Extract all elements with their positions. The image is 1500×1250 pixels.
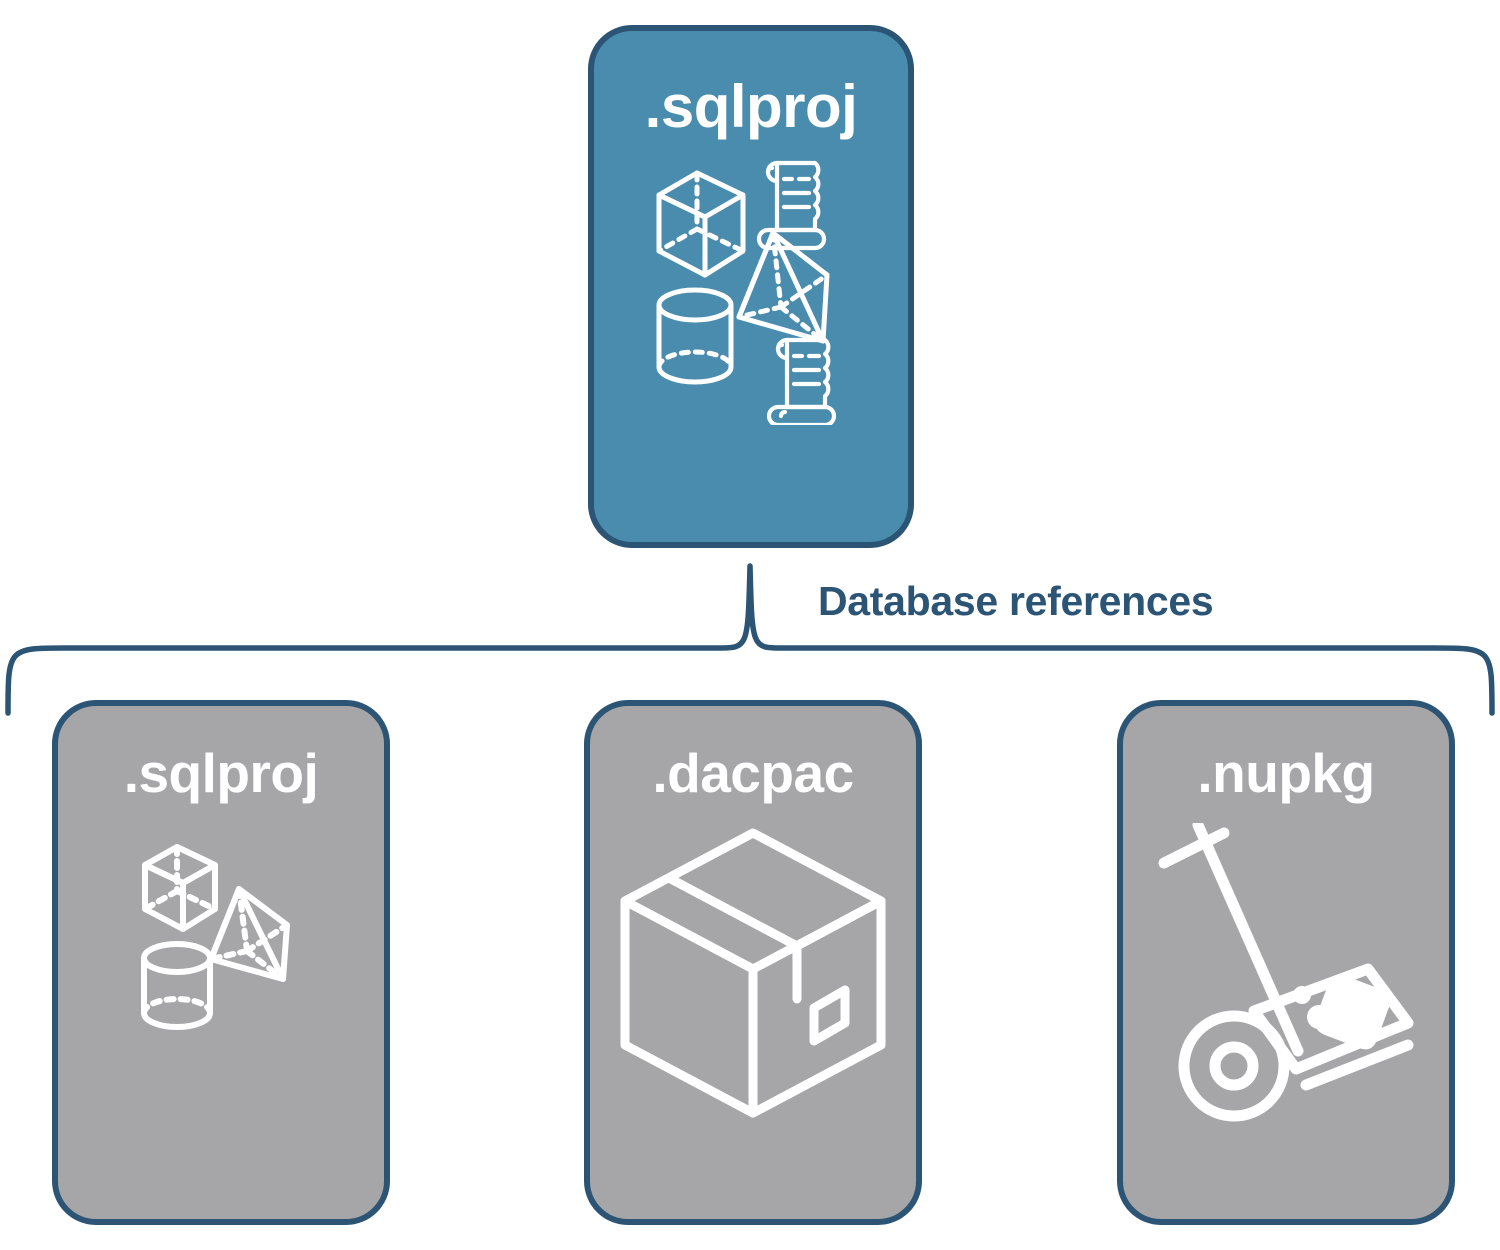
wireframe-cube-icon	[142, 844, 218, 932]
database-references-bracket	[5, 563, 1495, 716]
wireframe-cylinder-icon	[141, 941, 213, 1030]
card-target-sqlproj-title: .sqlproj	[123, 742, 319, 804]
card-target-nupkg[interactable]: .nupkg	[1117, 700, 1455, 1225]
card-target-dacpac-title: .dacpac	[652, 742, 854, 804]
card-target-sqlproj[interactable]: .sqlproj	[52, 700, 390, 1225]
wireframe-cylinder-icon	[656, 287, 734, 385]
bracket-label: Database references	[818, 578, 1214, 624]
wireframe-cube-icon	[656, 170, 746, 278]
card-root-title: .sqlproj	[644, 73, 858, 140]
card-target-dacpac[interactable]: .dacpac	[584, 700, 922, 1225]
nuget-glyph-icon	[1293, 975, 1390, 1050]
package-box-icon	[620, 828, 886, 1118]
script-scroll-icon	[766, 337, 837, 428]
wireframe-pyramid-icon	[208, 886, 290, 982]
card-target-nupkg-icon-group	[1146, 819, 1426, 1128]
card-root-icon-group	[651, 155, 851, 430]
card-target-dacpac-icon-group	[613, 823, 893, 1128]
hand-truck-package-icon	[1158, 819, 1414, 1122]
card-target-nupkg-title: .nupkg	[1197, 742, 1375, 804]
card-target-sqlproj-icon-group	[111, 823, 331, 1058]
card-root-sqlproj[interactable]: .sqlproj	[588, 25, 914, 548]
script-scroll-icon	[756, 160, 827, 251]
